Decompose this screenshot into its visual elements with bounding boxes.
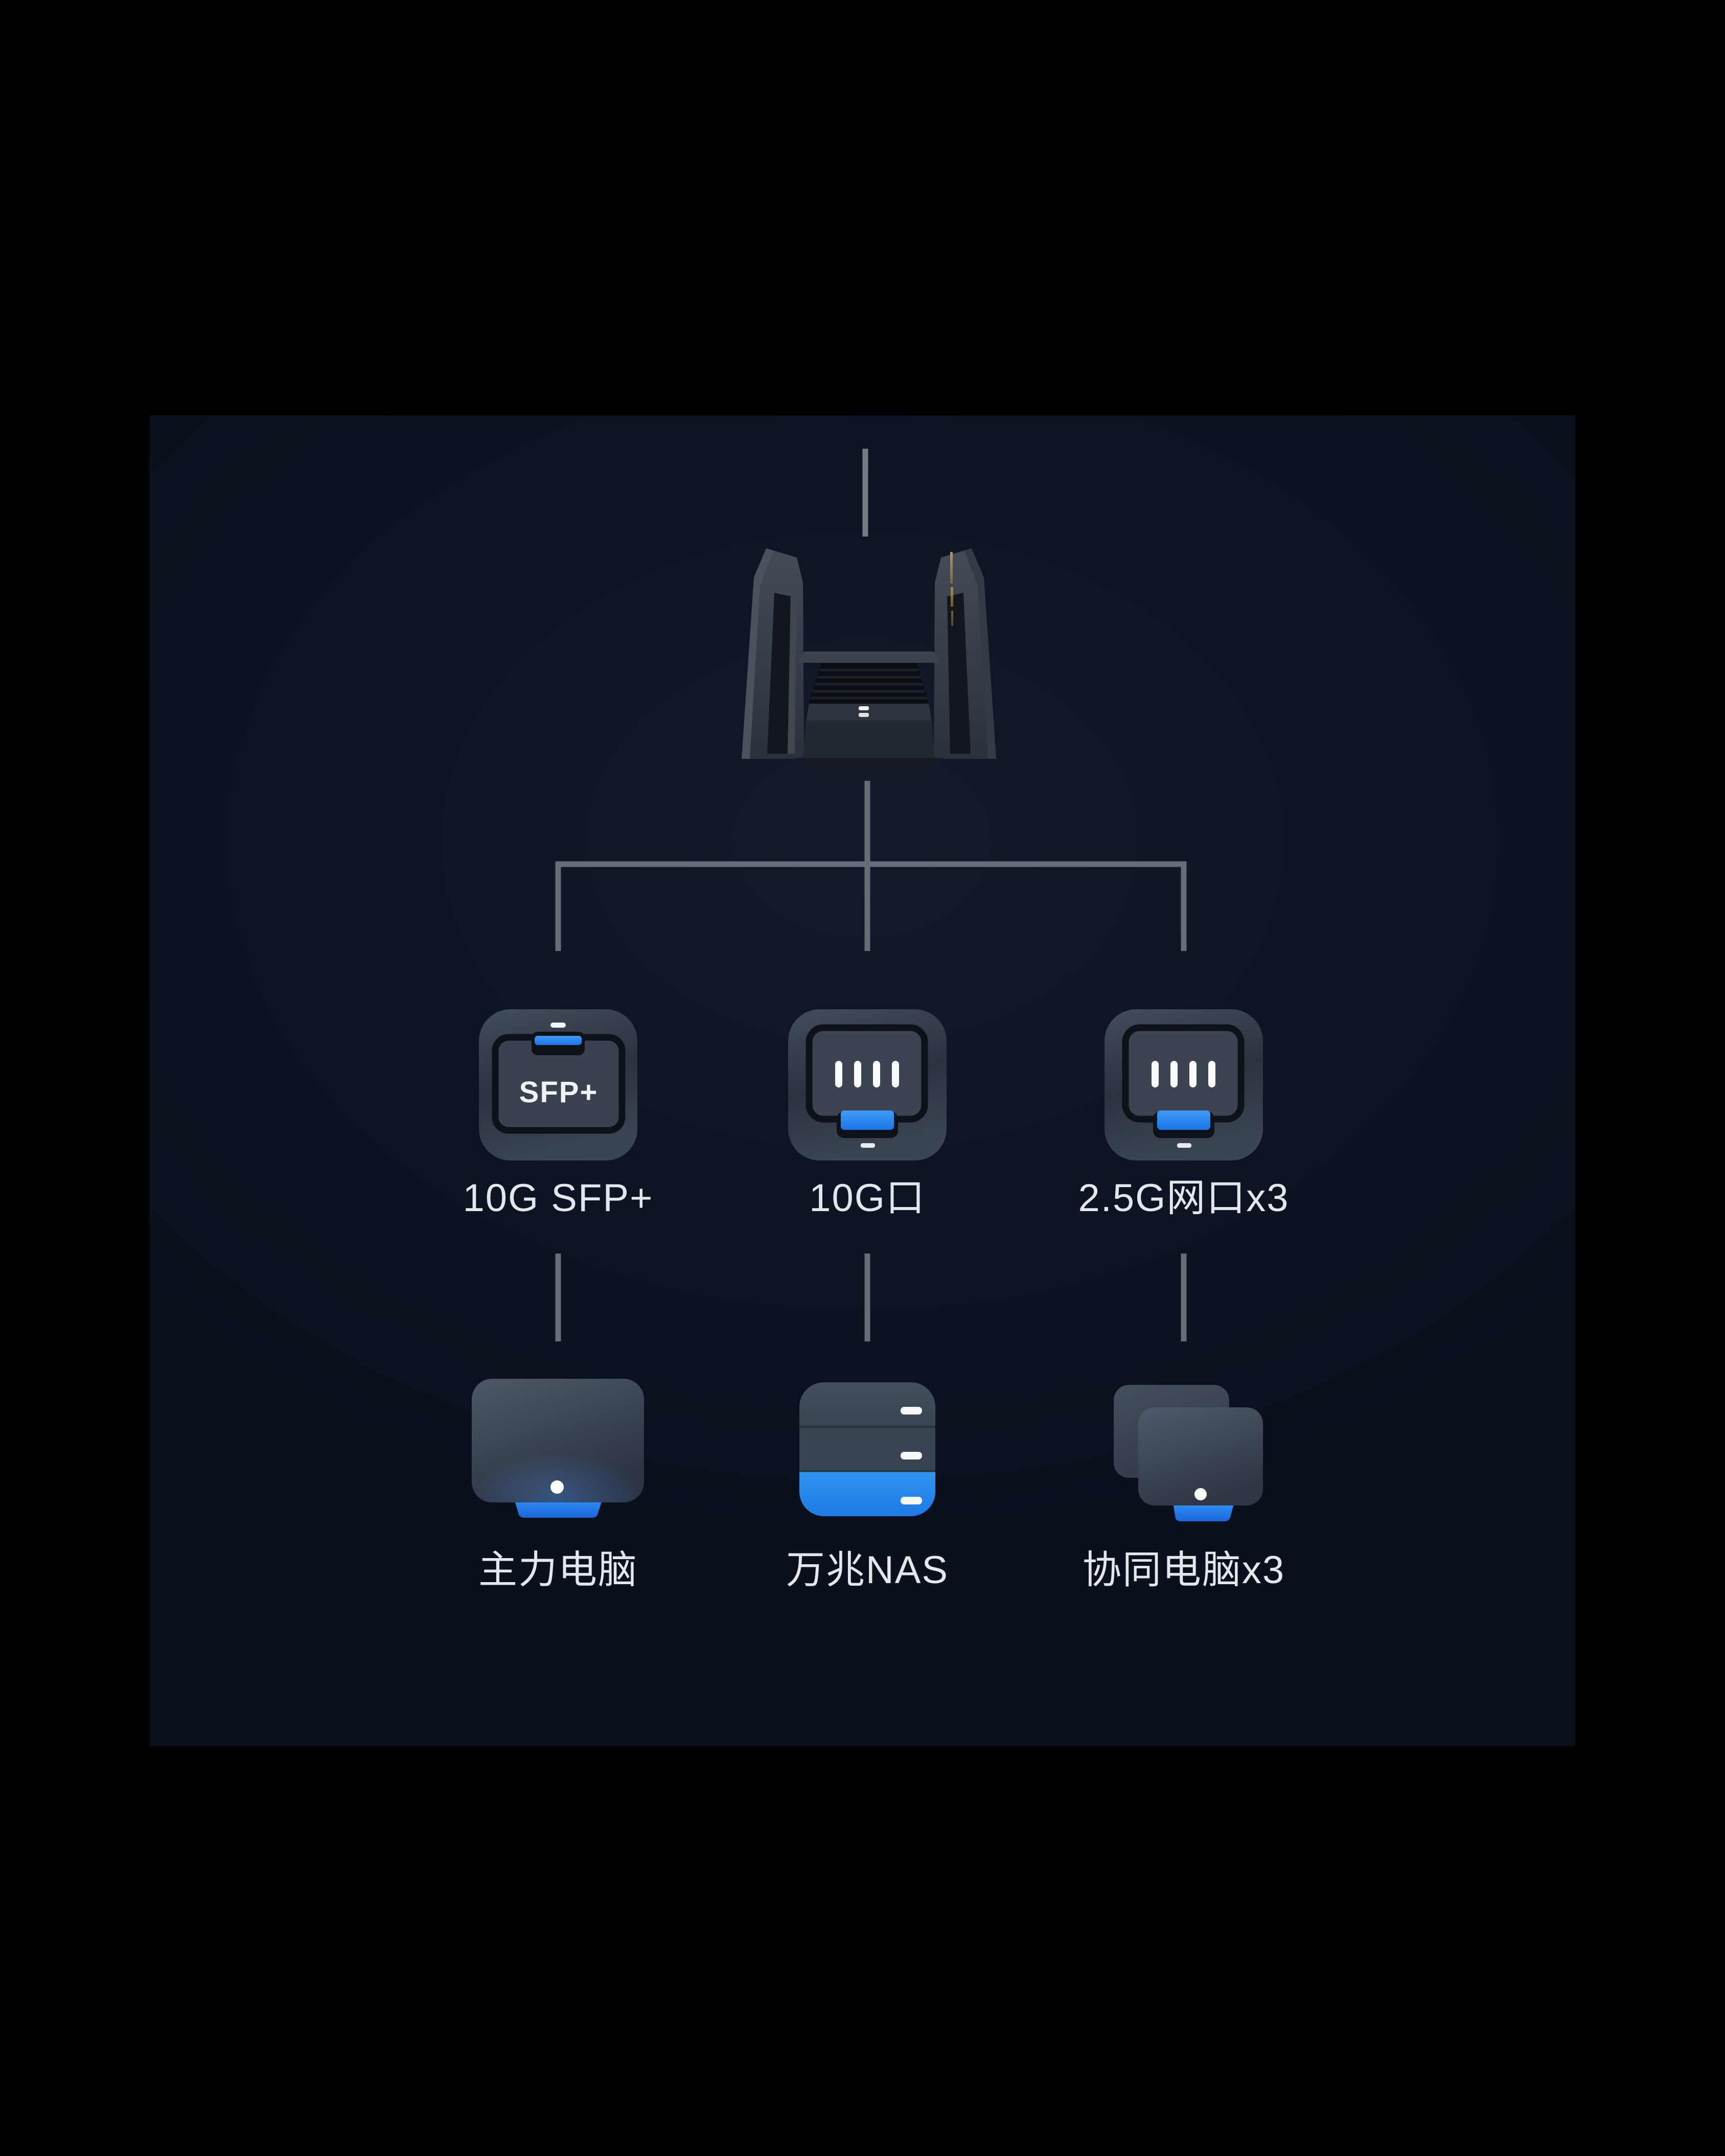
sfp-port-icon: SFP+ [479,1009,637,1161]
desktop-computer-icon [472,1379,644,1518]
nas-bay-active [799,1472,935,1516]
sfp-badge-text: SFP+ [519,1076,599,1109]
router-status-light [859,713,869,717]
router-left-wing [742,548,804,759]
port-label-10g-sfp: 10G SFP+ [463,1176,654,1220]
device-label-co-pcs-x3: 协同电脑x3 [1082,1548,1285,1592]
device-label-main-pc: 主力电脑 [478,1548,638,1592]
port-label-2-5g-x3: 2.5G网口x3 [1078,1176,1290,1220]
router-body [795,652,943,769]
nas-storage-icon [799,1382,935,1516]
nas-bay [799,1427,935,1472]
power-led [550,1480,564,1494]
router-icon [742,548,996,769]
dual-desktop-computers-icon [1114,1385,1263,1521]
front-monitor [1138,1407,1263,1505]
diagram-panel: SFP+ [150,415,1575,1746]
device-label-nas: 万兆NAS [786,1548,949,1592]
router-status-light [859,706,869,710]
port-label-10g: 10G口 [809,1176,926,1220]
nas-bay [799,1382,935,1427]
power-led [1194,1488,1207,1500]
router-right-wing [934,548,996,759]
ethernet-port-icon [1105,1009,1263,1161]
connector-lines [555,449,1187,1341]
ethernet-port-icon [788,1009,947,1161]
